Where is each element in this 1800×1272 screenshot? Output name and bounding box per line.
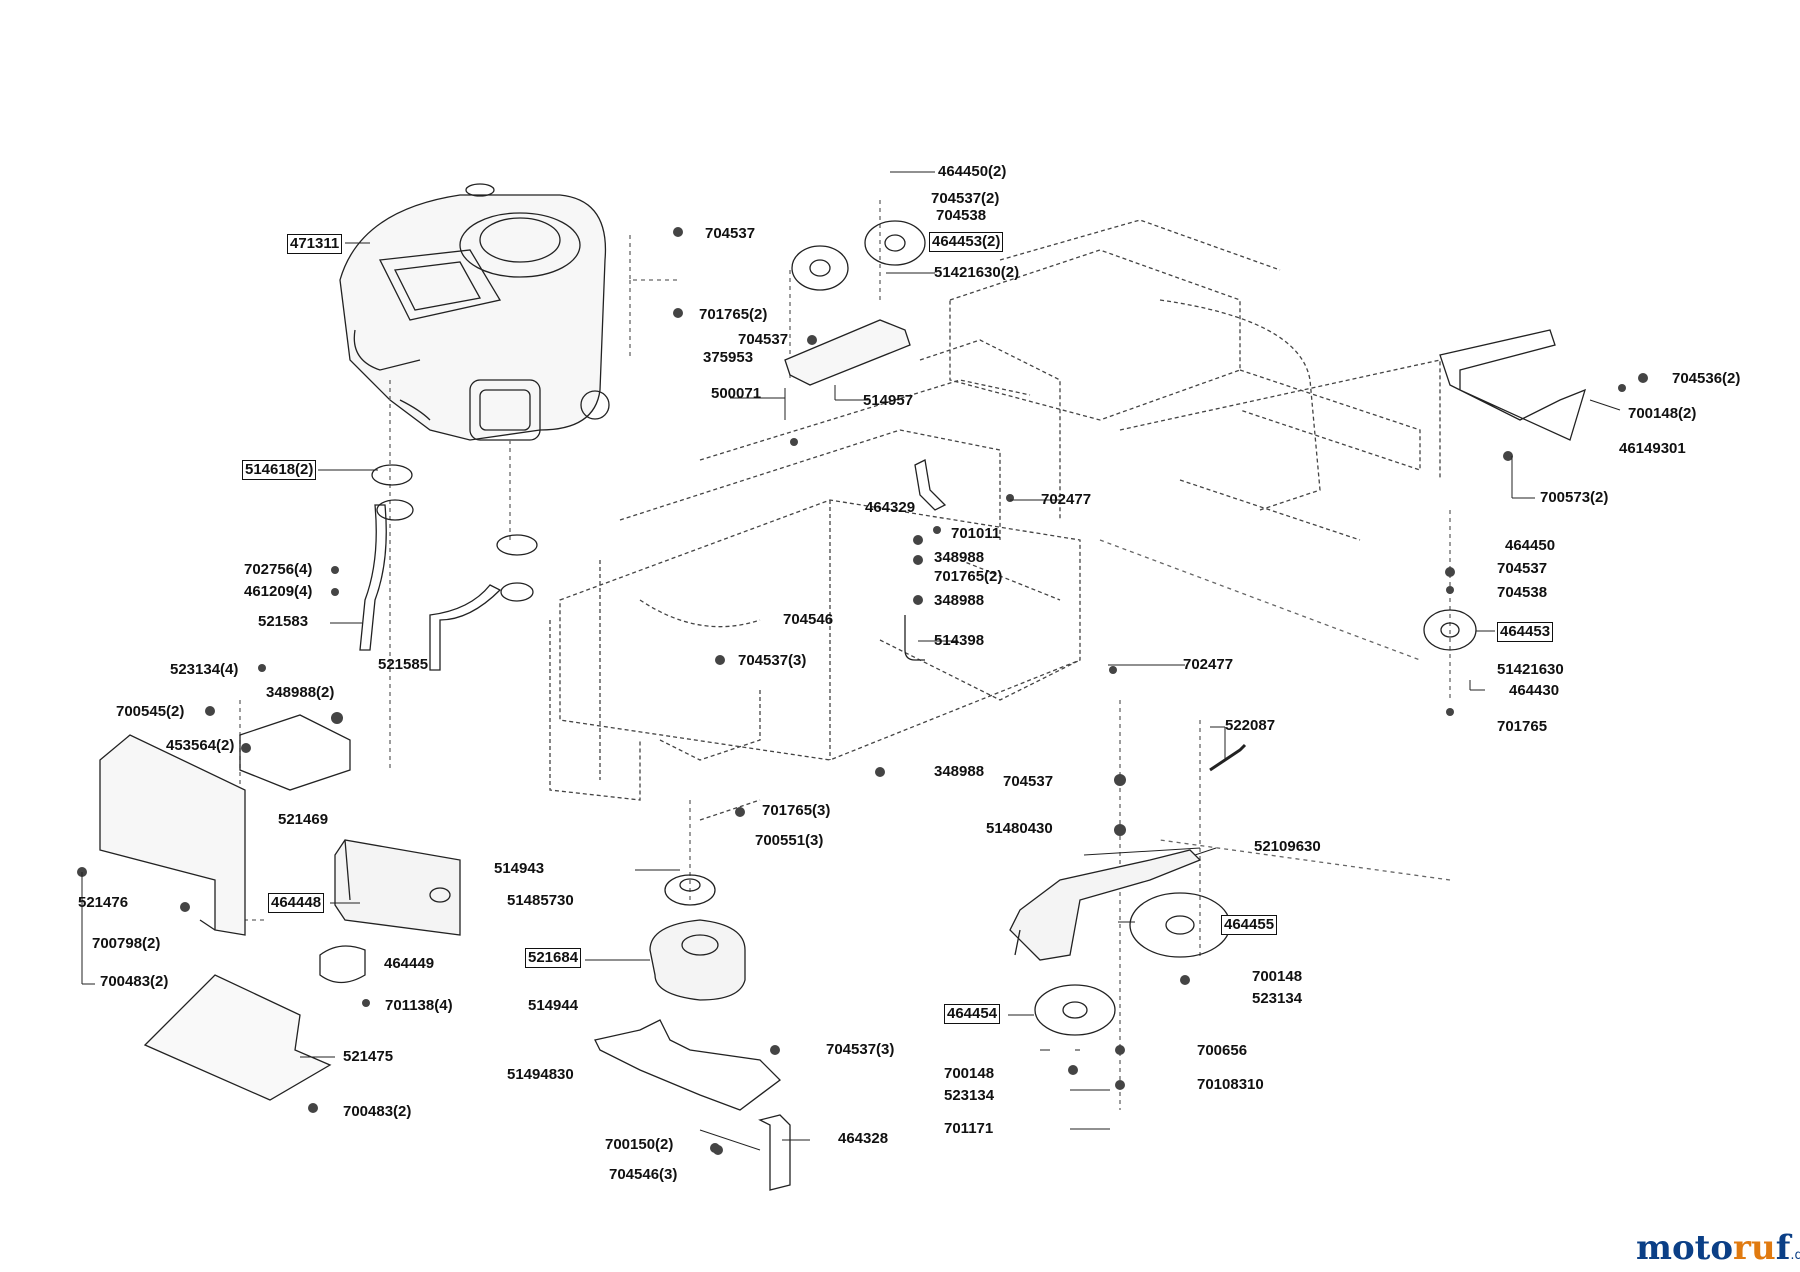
logo-text-de: .de bbox=[1790, 1248, 1800, 1263]
part-label-702756: 702756(4) bbox=[244, 561, 313, 578]
part-label-700551: 700551(3) bbox=[755, 832, 824, 849]
part-label-704538a: 704538 bbox=[936, 207, 987, 224]
part-label-521476: 521476 bbox=[78, 894, 129, 911]
part-label-702477a: 702477 bbox=[1041, 491, 1092, 508]
part-label-464450: 464450 bbox=[1505, 537, 1556, 554]
part-label-700798: 700798(2) bbox=[92, 935, 161, 952]
part-label-521475: 521475 bbox=[343, 1048, 394, 1065]
part-label-52109630: 52109630 bbox=[1254, 838, 1321, 855]
part-label-500071: 500071 bbox=[711, 385, 762, 402]
part-label-514618: 514618(2) bbox=[242, 460, 317, 480]
heat-shield-drawing bbox=[99, 734, 246, 936]
motoruf-logo[interactable]: motoruf.de bbox=[1636, 1228, 1800, 1268]
part-label-701765-3: 701765(3) bbox=[762, 802, 831, 819]
part-label-471311: 471311 bbox=[287, 234, 343, 254]
part-label-464454: 464454 bbox=[944, 1004, 1001, 1024]
part-label-464329: 464329 bbox=[865, 499, 916, 516]
part-label-704537-2: 704537(2) bbox=[931, 190, 1000, 207]
part-label-523134b: 523134 bbox=[944, 1087, 995, 1104]
part-label-700148a: 700148 bbox=[1252, 968, 1303, 985]
part-label-70108310: 70108310 bbox=[1197, 1076, 1264, 1093]
part-label-464328: 464328 bbox=[838, 1130, 889, 1147]
part-label-46149301: 46149301 bbox=[1619, 440, 1686, 457]
exhaust-pipes bbox=[359, 464, 538, 671]
part-label-704537a: 704537 bbox=[705, 225, 756, 242]
part-label-348988b: 348988 bbox=[934, 592, 985, 609]
part-label-348988-2: 348988(2) bbox=[266, 684, 335, 701]
part-label-704537-3b: 704537(3) bbox=[826, 1041, 895, 1058]
part-label-514398: 514398 bbox=[934, 632, 985, 649]
part-label-51480430: 51480430 bbox=[986, 820, 1053, 837]
part-label-453564: 453564(2) bbox=[166, 737, 235, 754]
part-label-700148-2: 700148(2) bbox=[1628, 405, 1697, 422]
part-label-704537-3a: 704537(3) bbox=[738, 652, 807, 669]
part-label-701765-2a: 701765(2) bbox=[699, 306, 768, 323]
part-label-464453: 464453 bbox=[1497, 622, 1554, 642]
part-label-704537b: 704537 bbox=[738, 331, 789, 348]
part-label-700656: 700656 bbox=[1197, 1042, 1248, 1059]
part-label-461209: 461209(4) bbox=[244, 583, 313, 600]
part-label-51421630: 51421630 bbox=[1497, 661, 1564, 678]
part-label-514957: 514957 bbox=[863, 392, 914, 409]
part-label-51421630-2: 51421630(2) bbox=[934, 264, 1020, 281]
part-label-700545: 700545(2) bbox=[116, 703, 185, 720]
part-label-700573: 700573(2) bbox=[1540, 489, 1609, 506]
part-label-700483a: 700483(2) bbox=[100, 973, 169, 990]
logo-text-ru: ru bbox=[1733, 1228, 1776, 1268]
frame-drawing bbox=[549, 219, 1441, 821]
part-label-704536: 704536(2) bbox=[1672, 370, 1741, 387]
pulley-drawings bbox=[664, 220, 1477, 1036]
part-label-51485730: 51485730 bbox=[507, 892, 574, 909]
part-label-464450-2: 464450(2) bbox=[938, 163, 1007, 180]
part-label-704546-3: 704546(3) bbox=[609, 1166, 678, 1183]
part-label-523134-4: 523134(4) bbox=[170, 661, 239, 678]
part-label-348988c: 348988 bbox=[934, 763, 985, 780]
part-label-514943: 514943 bbox=[494, 860, 545, 877]
part-label-704537d: 704537 bbox=[1003, 773, 1054, 790]
part-label-521583: 521583 bbox=[258, 613, 309, 630]
plate-drawing bbox=[143, 974, 332, 1101]
part-label-464449: 464449 bbox=[384, 955, 435, 972]
muffler-drawing bbox=[319, 839, 461, 984]
part-label-51494830: 51494830 bbox=[507, 1066, 574, 1083]
engine-drawing bbox=[339, 183, 610, 441]
part-label-521585: 521585 bbox=[378, 656, 429, 673]
part-label-700148b: 700148 bbox=[944, 1065, 995, 1082]
part-label-701765: 701765 bbox=[1497, 718, 1548, 735]
clutch-drawing bbox=[649, 919, 746, 1001]
part-label-521469: 521469 bbox=[278, 811, 329, 828]
part-label-464453-2: 464453(2) bbox=[929, 232, 1004, 252]
logo-text-moto: moto bbox=[1636, 1228, 1734, 1268]
part-label-514944: 514944 bbox=[528, 997, 579, 1014]
part-label-701138: 701138(4) bbox=[385, 997, 453, 1014]
part-label-464455: 464455 bbox=[1221, 915, 1278, 935]
part-label-700483b: 700483(2) bbox=[343, 1103, 412, 1120]
part-label-523134a: 523134 bbox=[1252, 990, 1303, 1007]
part-label-704538b: 704538 bbox=[1497, 584, 1548, 601]
part-label-702477b: 702477 bbox=[1183, 656, 1234, 673]
part-label-704546: 704546 bbox=[783, 611, 834, 628]
part-label-375953: 375953 bbox=[703, 349, 754, 366]
part-label-522087: 522087 bbox=[1225, 717, 1276, 734]
part-label-700150: 700150(2) bbox=[605, 1136, 674, 1153]
part-label-701011: 701011 bbox=[951, 525, 1001, 542]
part-label-348988a: 348988 bbox=[934, 549, 985, 566]
part-label-464430: 464430 bbox=[1509, 682, 1560, 699]
part-label-464448: 464448 bbox=[268, 893, 325, 913]
part-label-704537c: 704537 bbox=[1497, 560, 1548, 577]
part-label-521684: 521684 bbox=[525, 948, 582, 968]
part-label-701171: 701171 bbox=[944, 1120, 994, 1137]
logo-text-f: f bbox=[1775, 1228, 1791, 1268]
part-label-701765-2b: 701765(2) bbox=[934, 568, 1003, 585]
